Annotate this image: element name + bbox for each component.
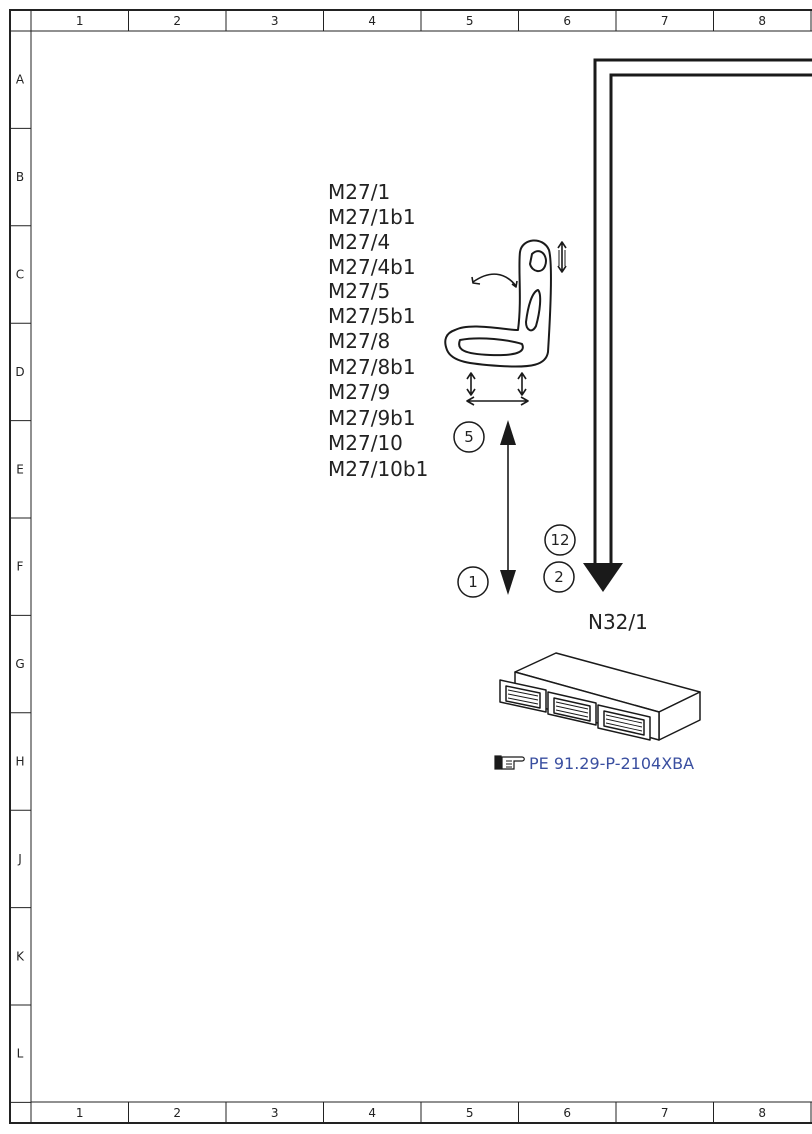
circled-number-1: 1 (457, 566, 489, 598)
row-letter: K (16, 949, 25, 963)
column-number: 1 (76, 1106, 84, 1120)
component-label: M27/8b1 (328, 355, 416, 379)
seat-icon (444, 239, 567, 406)
row-letter: B (16, 170, 24, 184)
component-label: M27/4 (328, 230, 390, 254)
wire-bundle (583, 58, 812, 592)
component-label: M27/8 (328, 329, 390, 353)
column-number: 3 (271, 1106, 279, 1120)
svg-text:2: 2 (554, 568, 564, 586)
control-unit-label: N32/1 (588, 610, 648, 634)
svg-text:5: 5 (464, 428, 474, 446)
row-letter: D (15, 365, 24, 379)
column-number: 5 (466, 1106, 474, 1120)
row-letter: J (17, 852, 22, 866)
row-letter: A (16, 73, 25, 87)
outer-frame (9, 9, 812, 1124)
bidirectional-signal-arrow (500, 420, 516, 595)
row-letter: G (15, 657, 24, 671)
row-letter: C (16, 268, 24, 282)
pointing-hand-icon (494, 755, 525, 770)
control-module-icon (499, 652, 701, 741)
row-grid: A B C D E F G H J K L (10, 30, 31, 1103)
wire-outer (593, 58, 812, 565)
svg-text:1: 1 (468, 573, 478, 591)
row-letter: L (17, 1047, 24, 1061)
row-letter: H (15, 755, 24, 769)
column-number: 5 (466, 14, 474, 28)
reference-link[interactable]: PE 91.29-P-2104XBA (494, 754, 694, 773)
column-number: 4 (368, 14, 376, 28)
column-number: 7 (661, 14, 669, 28)
column-number: 6 (563, 14, 571, 28)
component-label: M27/5 (328, 279, 390, 303)
component-label: M27/10 (328, 431, 403, 455)
column-number: 3 (271, 14, 279, 28)
column-number: 6 (563, 1106, 571, 1120)
column-number: 7 (661, 1106, 669, 1120)
component-label: M27/1 (328, 180, 390, 204)
svg-text:12: 12 (550, 531, 569, 549)
component-label: M27/5b1 (328, 304, 416, 328)
column-number: 2 (173, 1106, 181, 1120)
circled-number-5: 5 (453, 421, 485, 453)
wire-inner (609, 73, 812, 565)
component-label: M27/4b1 (328, 255, 416, 279)
column-number: 8 (758, 1106, 766, 1120)
circled-number-12: 12 (544, 524, 576, 556)
component-label: M27/9b1 (328, 406, 416, 430)
column-number: 4 (368, 1106, 376, 1120)
column-number: 2 (173, 14, 181, 28)
component-label: M27/10b1 (328, 457, 428, 481)
column-number: 1 (76, 14, 84, 28)
column-number: 8 (758, 14, 766, 28)
wire-arrowhead (583, 563, 623, 592)
component-label: M27/9 (328, 380, 390, 404)
component-label: M27/1b1 (328, 205, 416, 229)
row-letter: E (16, 462, 24, 476)
inner-frame (30, 30, 812, 1103)
reference-link-text[interactable]: PE 91.29-P-2104XBA (529, 754, 694, 773)
row-letter: F (17, 560, 24, 574)
circled-number-2: 2 (543, 561, 575, 593)
